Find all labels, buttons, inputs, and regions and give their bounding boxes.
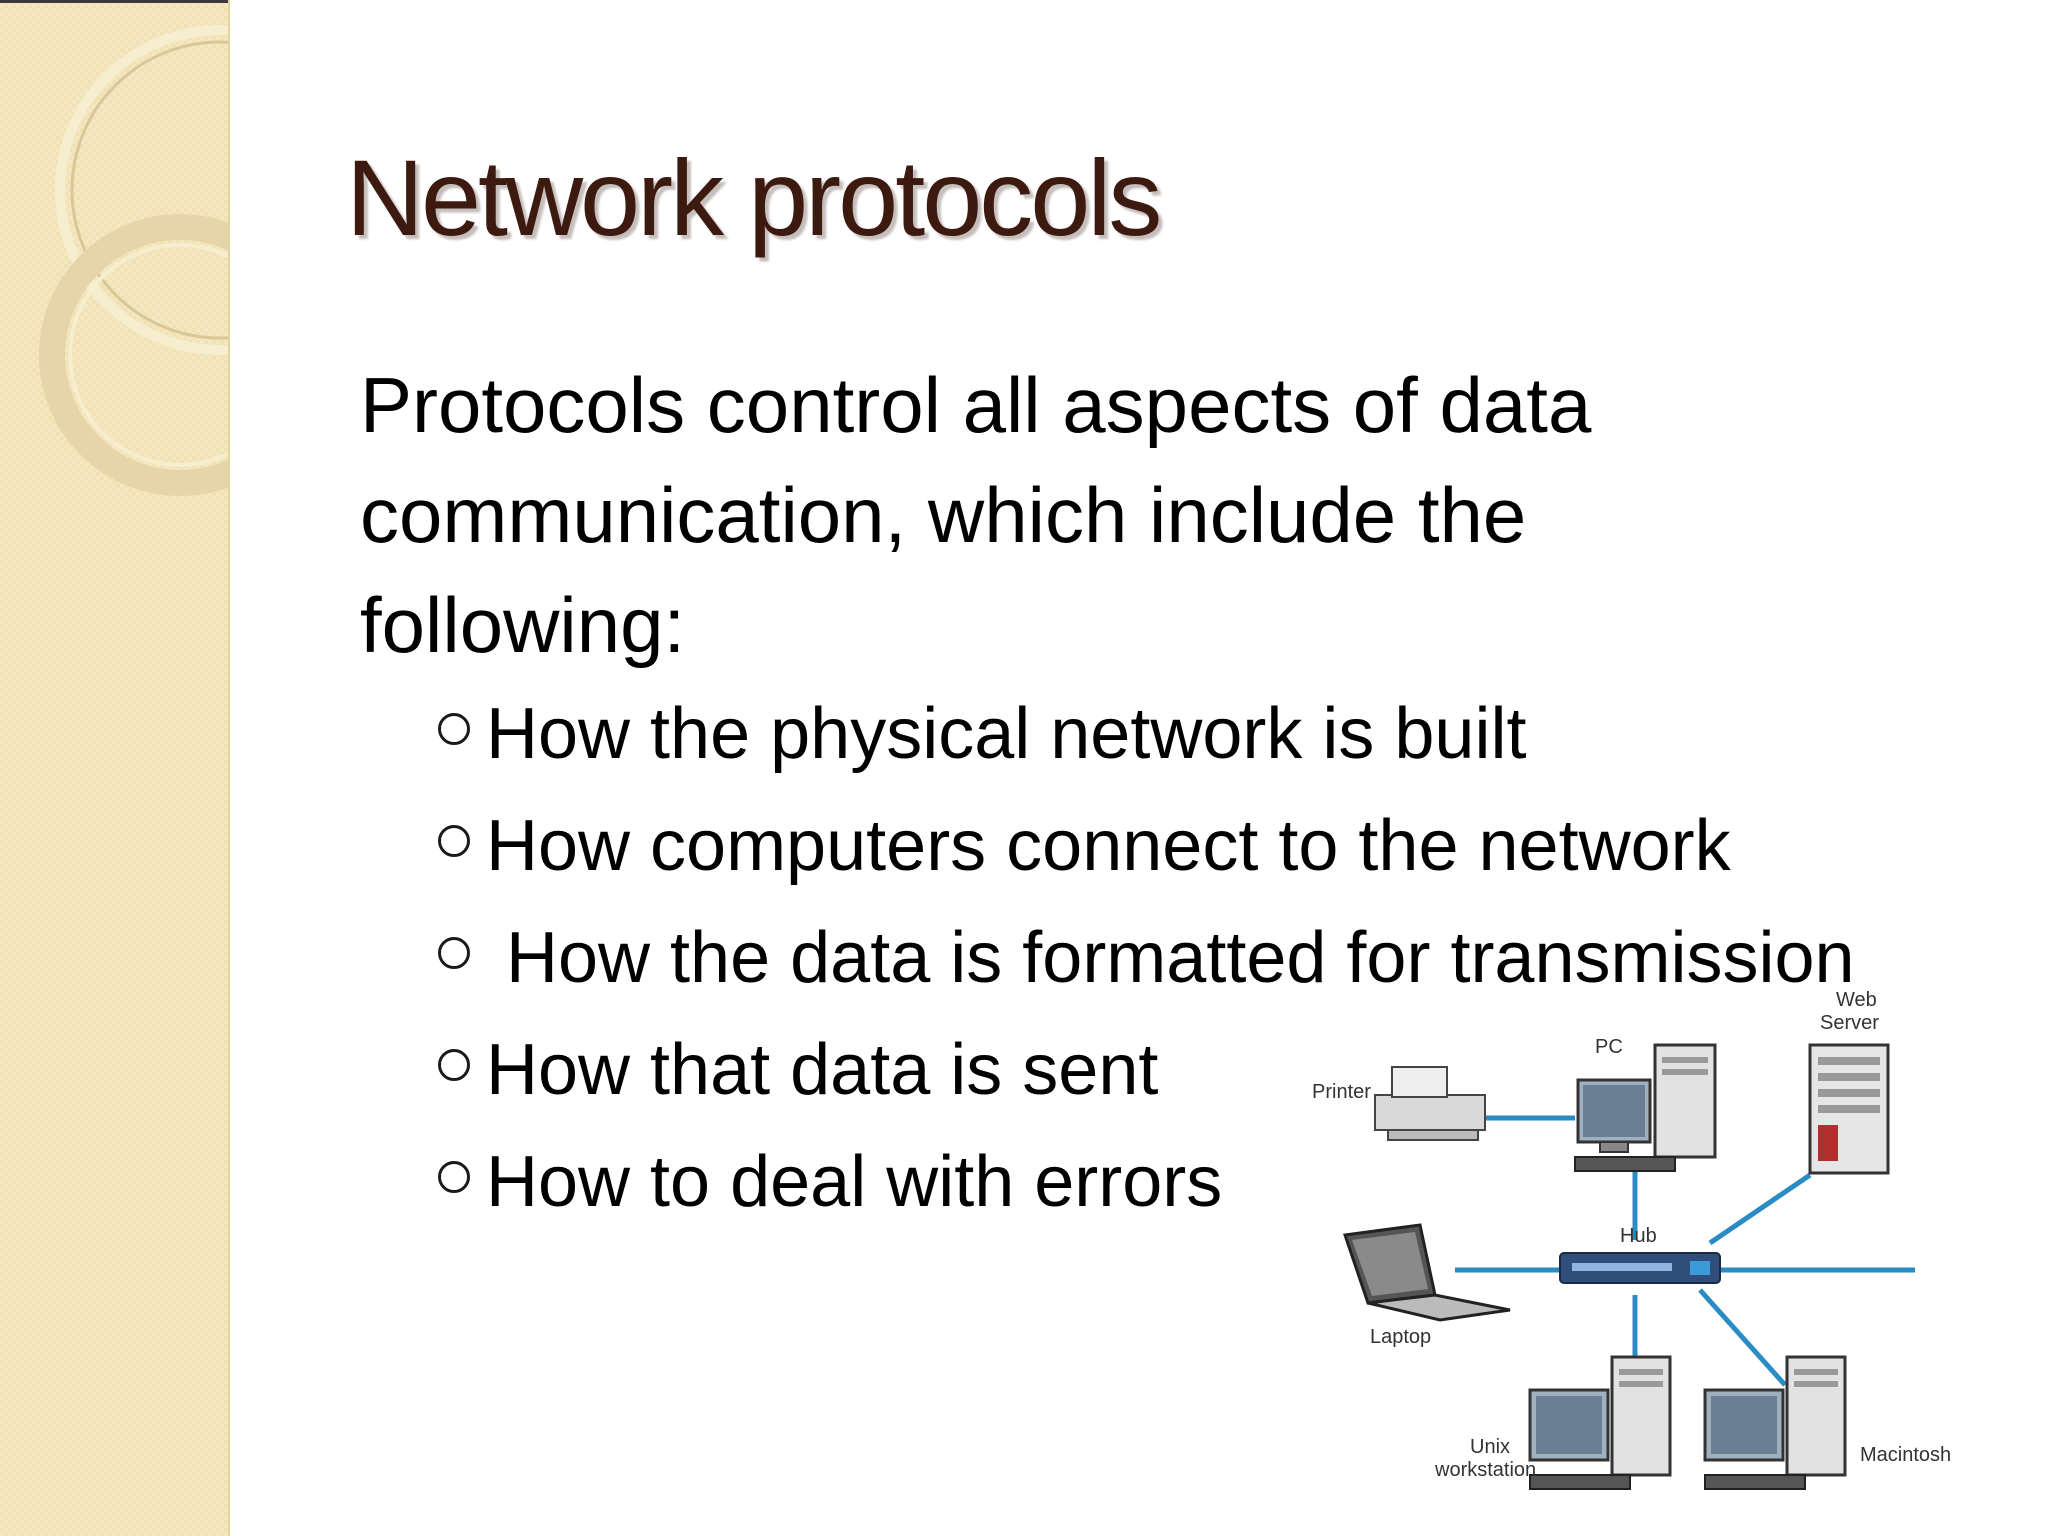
slide-title: Network protocols [346,137,1162,258]
list-item: How the physical network is built [438,678,1855,790]
bullet-text: How the data is formatted for transmissi… [506,918,1855,998]
macintosh-icon [1703,1355,1847,1490]
hub-label: Hub [1620,1225,1657,1247]
decorative-rings [39,25,228,496]
bullet-text: How computers connect to the network [486,806,1731,886]
web-server-icon [1808,1043,1890,1175]
hub-icon [1559,1252,1721,1284]
network-diagram: Printer PC Web Server Hu [1300,985,2000,1515]
pc-label: PC [1595,1036,1623,1058]
intro-paragraph: Protocols control all aspects of data co… [360,361,1592,669]
bullet-text: How to deal with errors [486,1142,1223,1222]
circle-bullet-icon [438,936,470,969]
pc-icon [1574,1043,1717,1172]
circle-bullet-icon [438,824,470,857]
list-item: How to deal with errors [438,1126,1855,1238]
circle-bullet-icon [438,712,470,745]
bullet-list: How the physical network is built How co… [438,678,1855,1238]
decorative-sidebar [0,0,230,1536]
unix-label-line2: workstation [1434,1459,1536,1481]
list-item: How the data is formatted for transmissi… [438,902,1855,1014]
web-server-label-line1: Web [1836,989,1877,1011]
list-item: How computers connect to the network [438,790,1855,902]
printer-label: Printer [1312,1081,1371,1103]
circle-bullet-icon [438,1048,470,1081]
unix-label-line1: Unix [1470,1436,1510,1458]
sidebar-top-strip [0,0,228,3]
network-links [1455,1115,1915,1387]
circle-bullet-icon [438,1160,470,1193]
bullet-text: How that data is sent [486,1030,1159,1110]
macintosh-label: Macintosh [1860,1444,1951,1466]
laptop-label: Laptop [1370,1326,1431,1348]
list-item: How that data is sent [438,1014,1855,1126]
printer-icon [1374,1066,1486,1141]
laptop-icon [1342,1223,1511,1322]
unix-workstation-icon [1528,1355,1672,1490]
bullet-text: How the physical network is built [486,694,1527,774]
web-server-label-line2: Server [1820,1012,1879,1034]
